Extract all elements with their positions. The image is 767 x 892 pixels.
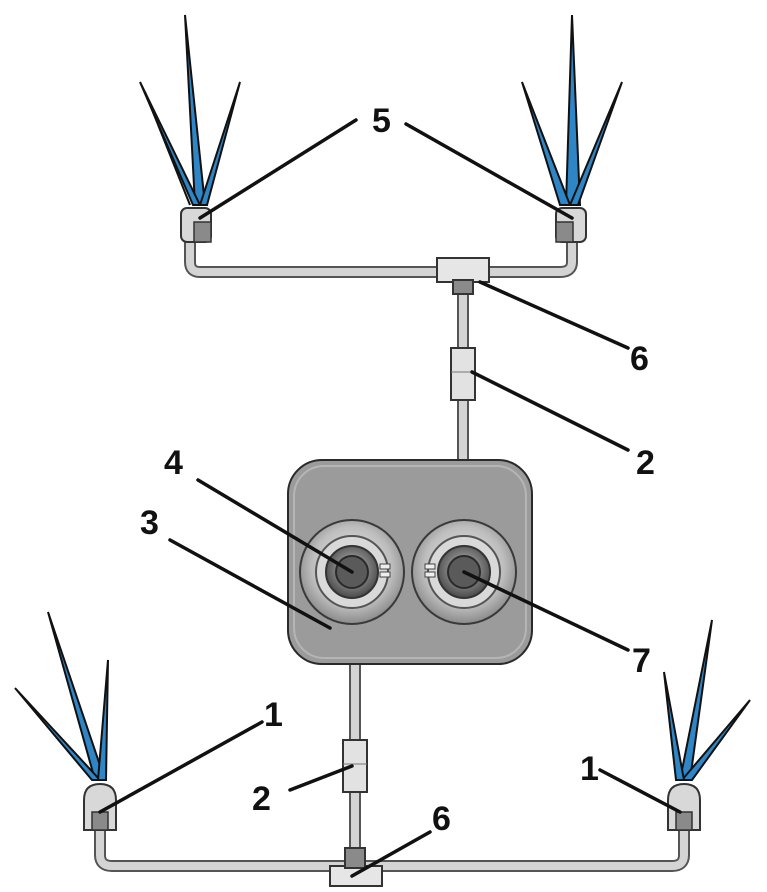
callout-2-bottom: 2 xyxy=(252,780,271,818)
callout-5: 5 xyxy=(372,102,391,140)
nozzle-top-right xyxy=(555,207,587,243)
callout-2-top: 2 xyxy=(636,444,655,482)
callout-1-right: 1 xyxy=(580,750,599,788)
spray-bottom-right xyxy=(663,619,751,781)
nozzle-bottom-left xyxy=(83,782,117,831)
callout-6-top: 6 xyxy=(630,340,649,378)
spray-top-right xyxy=(521,14,623,206)
callout-labels: 5 6 2 4 3 7 1 2 6 1 xyxy=(140,102,655,838)
hose-bottom xyxy=(94,812,690,872)
check-valve-upper xyxy=(450,347,476,401)
check-valve-lower xyxy=(342,739,368,793)
tee-connector-lower xyxy=(329,847,383,887)
spray-top-left xyxy=(139,14,241,206)
callout-3: 3 xyxy=(140,504,159,542)
spray-bottom-left xyxy=(14,611,109,781)
nozzle-bottom-right xyxy=(667,782,701,831)
leader-lines xyxy=(98,118,682,878)
nozzle-top-left xyxy=(180,207,212,243)
hose-top xyxy=(184,224,578,278)
callout-1-left: 1 xyxy=(264,696,283,734)
pump-right xyxy=(411,519,517,625)
callout-6-bottom: 6 xyxy=(432,800,451,838)
tee-connector-upper xyxy=(436,257,490,295)
callout-4: 4 xyxy=(164,444,183,482)
callout-7: 7 xyxy=(632,642,651,680)
